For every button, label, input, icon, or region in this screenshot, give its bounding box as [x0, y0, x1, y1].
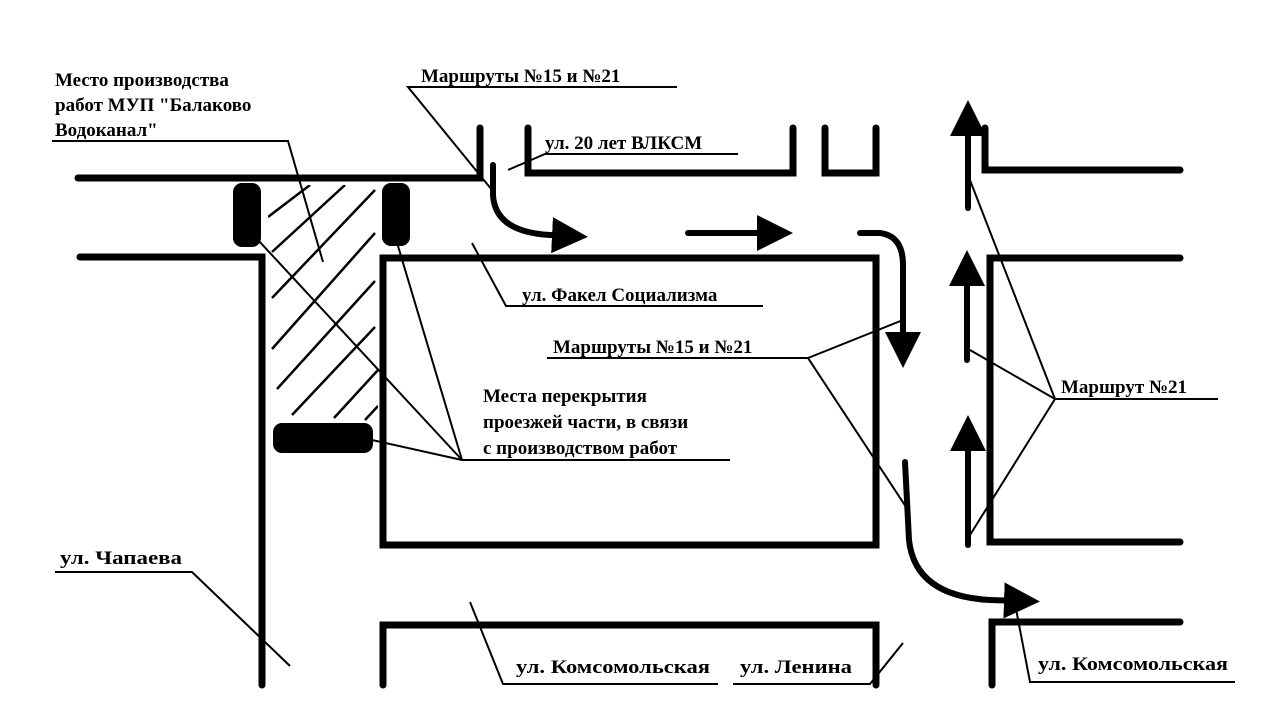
leader-work-site: [52, 140, 324, 263]
route-arrow-turn-east-south: [902, 459, 1040, 619]
block-edge-east: [986, 254, 1184, 546]
leader-lines: [52, 86, 1235, 685]
block-edge-south-center: [379, 621, 880, 689]
block-edge-north-west: [74, 124, 484, 182]
leader-fakel: [471, 242, 763, 307]
leader-route-21: [967, 174, 1218, 400]
leader-route-21-3: [969, 398, 1056, 536]
leader-chapaeva: [55, 571, 291, 667]
label-closure-line-1: Места перекрытия: [483, 386, 647, 407]
leader-routes-top: [405, 86, 677, 191]
block-edge-north-east: [981, 124, 1184, 174]
label-street-lenina: ул. Ленина: [740, 657, 853, 678]
label-routes-top: Маршруты №15 и №21: [421, 66, 620, 87]
leader-lenina: [733, 642, 904, 685]
street-outlines: [74, 124, 1184, 689]
leader-closure-2: [257, 239, 463, 461]
label-work-site-line-3: Водоканал": [55, 120, 158, 141]
label-street-komsomolskaya-left: ул. Комсомольская: [516, 657, 710, 678]
leader-20-let-vlksm: [507, 153, 738, 171]
road-closures: [233, 183, 410, 453]
label-street-fakel-socializma: ул. Факел Социализма: [522, 285, 718, 306]
closure-barrier-south: [273, 423, 373, 453]
leader-route-21-2: [969, 349, 1056, 400]
leader-routes-middle-2: [807, 357, 911, 514]
label-route-21: Маршрут №21: [1061, 377, 1187, 398]
label-street-20-let-vlksm: ул. 20 лет ВЛКСМ: [545, 133, 702, 154]
label-street-chapaeva: ул. Чапаева: [60, 548, 183, 569]
block-edge-west: [76, 253, 266, 689]
label-work-site-line-2: работ МУП "Балаково: [55, 95, 251, 116]
text-labels: Место производства работ МУП "Балаково В…: [55, 66, 1228, 678]
closure-barrier-north-west: [233, 183, 261, 247]
label-street-komsomolskaya-right: ул. Комсомольская: [1038, 654, 1228, 675]
route-arrows: [490, 100, 1040, 619]
leader-closure-3: [371, 439, 463, 461]
label-work-site-line-1: Место производства: [55, 70, 229, 91]
closure-barrier-north-east: [382, 183, 410, 246]
route-arrow-turn-east: [490, 162, 588, 254]
block-edge-north-small: [821, 124, 880, 177]
leader-komsomolskaya-left: [469, 601, 718, 685]
label-routes-middle: Маршруты №15 и №21: [553, 337, 752, 358]
label-closure-line-3: с производством работ: [483, 438, 678, 459]
work-site-hatched-area: [268, 185, 378, 421]
route-arrow-turn-south: [857, 230, 921, 368]
leader-komsomolskaya-right: [1011, 587, 1235, 683]
label-closure-line-2: проезжей части, в связи: [483, 412, 688, 433]
block-edge-south-east: [988, 618, 1184, 689]
block-center: [379, 254, 880, 549]
block-edge-north-center: [524, 124, 797, 177]
